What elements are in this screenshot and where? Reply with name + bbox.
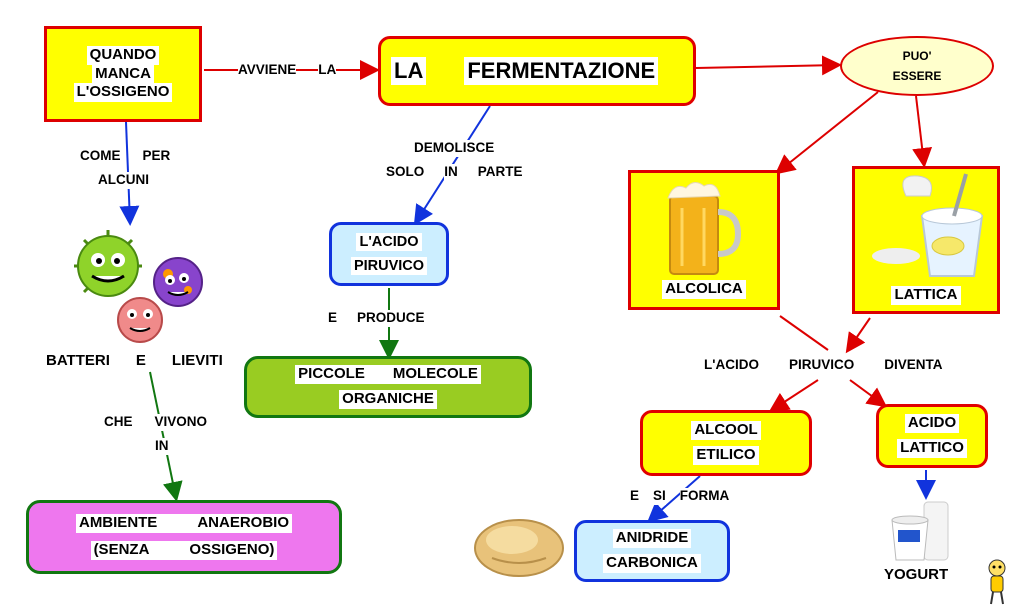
- per-text: PER: [142, 148, 171, 165]
- e-forma-text: E: [630, 488, 640, 505]
- node-fermentazione: LA FERMENTAZIONE: [378, 36, 696, 106]
- label-alcuni: ALCUNI: [98, 172, 149, 189]
- anidride-text: ANIDRIDE: [612, 529, 692, 548]
- label-acido-diventa: L'ACIDO PIRUVICO DIVENTA: [704, 357, 943, 374]
- vivono-text: VIVONO: [154, 414, 208, 431]
- anaerobio-text: ANAEROBIO: [197, 514, 289, 532]
- diventa-text: DIVENTA: [884, 357, 943, 374]
- ossigeno-text: L'OSSIGENO: [73, 83, 173, 103]
- node-piccole-molecole: PICCOLE MOLECOLE ORGANICHE: [244, 356, 532, 418]
- in-text: IN: [444, 164, 458, 181]
- la-text: LA: [318, 62, 337, 79]
- link-to-acido-lattico: [849, 379, 888, 408]
- piruvico-d-text: PIRUVICO: [788, 357, 855, 374]
- label-avviene-la: AVVIENE LA: [238, 62, 337, 79]
- link-si-forma: [646, 475, 701, 523]
- organiche-text: ORGANICHE: [339, 390, 437, 409]
- link-lattica-diventa: [845, 317, 871, 354]
- beer-mug-image: [667, 182, 742, 275]
- label-in: IN: [155, 438, 169, 455]
- e-batteri-text: E: [135, 352, 146, 371]
- link-puo-essere: [695, 55, 842, 76]
- node-alcool-etilico: ALCOOL ETILICO: [640, 410, 812, 476]
- demolisce-text: DEMOLISCE: [414, 140, 495, 155]
- quando-text: QUANDO: [86, 45, 160, 65]
- alcuni-text: ALCUNI: [98, 172, 149, 187]
- produce-text: PRODUCE: [357, 310, 425, 327]
- node-acido-piruvico: L'ACIDO PIRUVICO: [329, 222, 449, 286]
- puo-text: PUO': [902, 49, 932, 63]
- ambiente-line: AMBIENTE ANAEROBIO: [75, 514, 292, 533]
- forma-text: FORMA: [679, 488, 730, 505]
- link-to-alcolica: [774, 91, 879, 175]
- manca-text: MANCA: [92, 64, 154, 84]
- node-ambiente-anaerobio: AMBIENTE ANAEROBIO (SENZA OSSIGENO): [26, 500, 342, 574]
- microbes-image: [74, 230, 203, 343]
- senza-text: (SENZA: [93, 541, 150, 558]
- piccole-text: PICCOLE: [298, 365, 365, 383]
- green-microbe: [74, 230, 142, 297]
- avviene-text: AVVIENE: [238, 62, 297, 79]
- essere-text: ESSERE: [892, 69, 942, 83]
- yogurt-bottles-image: [891, 501, 949, 561]
- label-yogurt: YOGURT: [884, 566, 949, 585]
- fermentazione-la: LA: [391, 57, 427, 85]
- label-batteri-lieviti: BATTERI E LIEVITI: [46, 352, 223, 371]
- link-to-alcool: [768, 379, 819, 413]
- purple-microbe: [153, 257, 203, 307]
- lattico-text: LATTICO: [897, 439, 967, 458]
- label-come-per: COME PER: [80, 148, 171, 165]
- etilico-text: ETILICO: [693, 446, 759, 465]
- che-text: CHE: [104, 414, 133, 431]
- node-anidride-carbonica: ANIDRIDE CARBONICA: [574, 520, 730, 582]
- yogurt-cup-image: [872, 173, 984, 277]
- lattica-text: LATTICA: [891, 286, 961, 305]
- label-e-si-forma: E SI FORMA: [630, 488, 730, 505]
- pink-microbe: [117, 297, 163, 343]
- senza-line: (SENZA OSSIGENO): [90, 541, 278, 560]
- link-alcolica-diventa: [779, 315, 829, 351]
- ambiente-text: AMBIENTE: [78, 514, 158, 532]
- label-solo-in-parte: SOLO IN PARTE: [386, 164, 523, 181]
- node-quando-manca-ossigeno: QUANDO MANCA L'OSSIGENO: [44, 26, 202, 122]
- piruvico-text: PIRUVICO: [350, 257, 428, 276]
- node-acido-lattico: ACIDO LATTICO: [876, 404, 988, 468]
- lieviti-text: LIEVITI: [171, 352, 223, 371]
- come-text: COME: [80, 148, 121, 165]
- fermentazione-title: FERMENTAZIONE: [464, 57, 659, 85]
- node-puo-essere: PUO' ESSERE: [840, 36, 994, 96]
- parte-text: PARTE: [477, 164, 523, 181]
- link-vivono: [149, 371, 183, 502]
- solo-text: SOLO: [386, 164, 425, 181]
- acido-d-text: L'ACIDO: [704, 357, 759, 374]
- acido-text: L'ACIDO: [356, 232, 422, 251]
- ossigeno-paren-text: OSSIGENO): [189, 541, 275, 558]
- yogurt-text: YOGURT: [884, 566, 949, 583]
- label-e-produce: E PRODUCE: [328, 310, 425, 327]
- molecole-text: MOLECOLE: [392, 365, 478, 383]
- carbonica-text: CARBONICA: [603, 554, 701, 573]
- batteri-text: BATTERI: [46, 352, 110, 371]
- alcolica-text: ALCOLICA: [662, 280, 746, 299]
- mascot-image: [988, 559, 1006, 605]
- in-vivono-text: IN: [155, 438, 169, 453]
- link-to-lattica: [912, 95, 933, 168]
- bread-image: [474, 519, 564, 577]
- acido-l-text: ACIDO: [904, 414, 960, 433]
- e-text: E: [328, 310, 338, 327]
- piccole-line: PICCOLE MOLECOLE: [295, 365, 481, 384]
- alcool-text: ALCOOL: [691, 421, 761, 440]
- label-che-vivono: CHE VIVONO: [104, 414, 208, 431]
- si-text: SI: [653, 488, 666, 505]
- label-demolisce: DEMOLISCE: [414, 140, 495, 157]
